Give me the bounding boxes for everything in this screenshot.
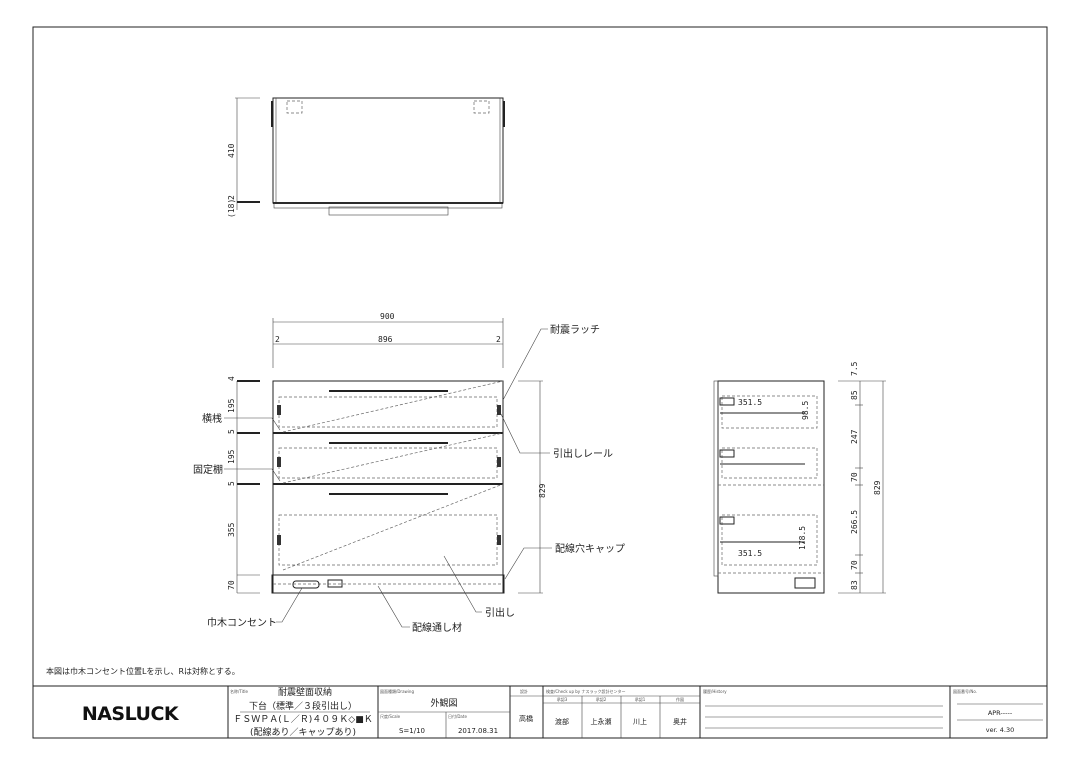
drawing-number: APR-----: [988, 709, 1013, 717]
version: ver. 4.30: [986, 726, 1015, 734]
approver-name: 上永瀬: [591, 717, 612, 726]
title-line2: 下台（標準／３段引出し）: [249, 700, 357, 712]
top-view: 410 2 (18): [227, 97, 505, 218]
callout-cap: 配線穴キャップ: [555, 542, 625, 555]
approver-label: 承認3: [557, 696, 568, 702]
dim-70-b: 70: [850, 560, 859, 570]
dim-inner: 896: [378, 335, 393, 344]
dim-2: 2: [227, 195, 236, 200]
title-label: 名称/Title: [230, 688, 248, 694]
dim-85: 85: [850, 390, 859, 400]
front-view: 900 2 896 2 4 195 5 195 5: [193, 312, 625, 634]
nasluck-logo: NASLUCK: [82, 703, 180, 725]
callout-outlet: 巾木コンセント: [207, 616, 277, 629]
callout-shelf: 固定棚: [193, 463, 223, 476]
dim-4: 4: [227, 376, 236, 381]
dim-width: 900: [380, 312, 395, 321]
callout-wiring: 配線通し材: [412, 621, 462, 634]
dim-70: 70: [227, 580, 236, 590]
title-line4: (配線あり／キャップあり): [250, 726, 356, 738]
history-label: 履歴/History: [703, 688, 727, 694]
date-label: 日付/Date: [448, 713, 467, 719]
title-line1: 耐震壁面収納: [278, 686, 332, 698]
dim-247: 247: [850, 429, 859, 444]
dim-195-b: 195: [227, 449, 236, 464]
approver-name: 奥井: [673, 717, 687, 726]
design-label: 設計: [520, 688, 528, 694]
callout-crossbar: 横桟: [202, 412, 222, 425]
dim-right-2: 2: [496, 335, 501, 344]
dim-178-5: 178.5: [798, 526, 807, 550]
approver-name: 川上: [633, 717, 647, 726]
outlet-icon: [292, 580, 320, 589]
dim-5-a: 5: [227, 429, 236, 434]
dim-total: 829: [873, 480, 882, 495]
callout-latch: 耐震ラッチ: [550, 323, 600, 336]
side-view: 351.5 98.5 351.5 178.5 7.5 85 247 70 266…: [713, 361, 886, 594]
callout-drawer: 引出し: [485, 606, 515, 619]
scale-value: S=1/10: [399, 727, 425, 735]
dim-7-5: 7.5: [850, 361, 859, 376]
title-block: NASLUCK 名称/Title 耐震壁面収納 下台（標準／３段引出し） ＦＳＷ…: [32, 685, 1048, 739]
designer-name: 高橋: [519, 714, 533, 723]
dim-rail-a: 351.5: [738, 398, 762, 407]
dim-195-a: 195: [227, 398, 236, 413]
dim-18: (18): [227, 199, 236, 218]
dim-depth: 410: [227, 143, 236, 158]
dim-266-5: 266.5: [850, 510, 859, 534]
title-line3: ＦＳＷＰＡ(Ｌ／Ｒ)４０９Ｋ◇■Ｋ: [233, 714, 372, 725]
scale-label: 尺度/Scale: [380, 713, 401, 719]
callout-rail: 引出しレール: [553, 447, 613, 460]
dim-5-b: 5: [227, 481, 236, 486]
drawing-value: 外観図: [430, 697, 457, 709]
number-label: 図面番号/No.: [953, 688, 977, 694]
approver-label: 承認1: [635, 696, 646, 702]
dim-rail-b: 351.5: [738, 549, 762, 558]
drawing-label: 図面種類/Drawing: [380, 688, 414, 694]
dim-83: 83: [850, 580, 859, 590]
approver-label: 作図: [676, 696, 684, 702]
dim-height: 829: [538, 483, 547, 498]
dim-70-a: 70: [850, 472, 859, 482]
dim-98-5: 98.5: [801, 401, 810, 420]
date-value: 2017.08.31: [458, 727, 498, 735]
dim-left-2: 2: [275, 335, 280, 344]
drawing-note: 本図は巾木コンセント位置Lを示し、Rは対称とする。: [46, 666, 240, 676]
approver-name: 渡部: [555, 717, 569, 726]
approver-label: 承認2: [596, 696, 607, 702]
check-label: 検査/Check up by ナスラック設計センター: [546, 688, 625, 694]
dim-355: 355: [227, 522, 236, 537]
